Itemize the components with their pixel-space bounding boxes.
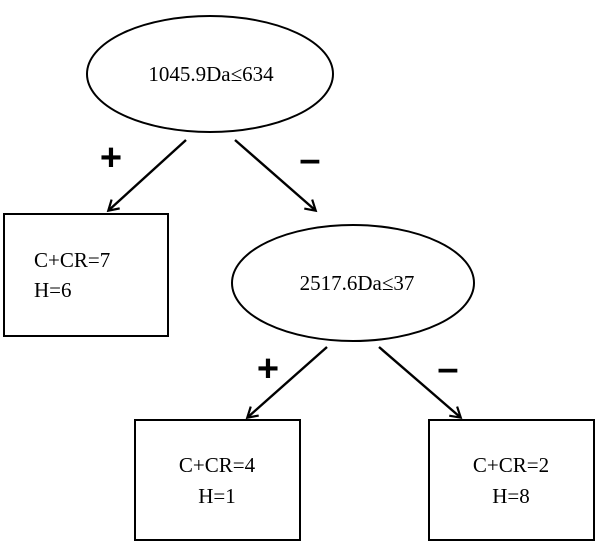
inner-right-edge	[378, 346, 463, 420]
root-left-sign: +	[100, 137, 122, 179]
inner-ellipse	[231, 224, 475, 342]
inner-left-sign: +	[257, 348, 279, 390]
leaf-box-3	[428, 419, 595, 541]
leaf-1-line1: C+CR=7	[34, 248, 110, 272]
root-node: 1045.9Da≤634	[86, 15, 334, 133]
root-right-sign: –	[299, 139, 320, 181]
root-right-edge	[234, 139, 318, 213]
leaf-box-1	[3, 213, 169, 337]
inner-left-edge	[245, 346, 328, 420]
leaf-node-1: C+CR=7 H=6	[3, 213, 169, 337]
leaf-2-line1: C+CR=4	[179, 453, 256, 477]
leaf-node-2: C+CR=4 H=1	[134, 419, 301, 541]
inner-node: 2517.6Da≤37	[231, 224, 475, 342]
leaf-node-3: C+CR=2 H=8	[428, 419, 595, 541]
inner-right-sign: –	[437, 348, 458, 390]
leaf-box-2	[134, 419, 301, 541]
leaf-2-line2: H=1	[198, 484, 236, 508]
root-left-edge	[106, 139, 187, 213]
inner-label: 2517.6Da≤37	[300, 271, 415, 295]
root-label: 1045.9Da≤634	[148, 62, 274, 86]
root-ellipse	[86, 15, 334, 133]
leaf-1-line2: H=6	[34, 278, 72, 302]
leaf-3-line2: H=8	[492, 484, 530, 508]
leaf-3-line1: C+CR=2	[473, 453, 549, 477]
